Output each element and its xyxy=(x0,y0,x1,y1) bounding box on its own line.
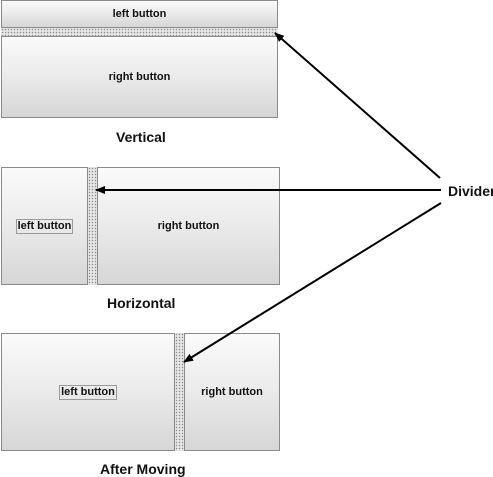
arrow-to-after-moving-divider xyxy=(183,202,442,363)
vertical-caption: Vertical xyxy=(116,129,166,145)
vertical-right-button-label: right button xyxy=(108,71,171,83)
vertical-divider[interactable] xyxy=(1,28,278,36)
after-moving-caption: After Moving xyxy=(100,461,186,477)
vertical-left-button[interactable]: left button xyxy=(1,0,278,28)
arrow-to-vertical-divider xyxy=(274,32,441,179)
after-moving-right-button-label: right button xyxy=(201,386,263,398)
vertical-left-button-label: left button xyxy=(112,8,167,20)
horizontal-divider[interactable] xyxy=(88,167,97,285)
horizontal-left-button-label: left button xyxy=(15,218,74,234)
horizontal-right-button[interactable]: right button xyxy=(97,167,280,285)
after-moving-left-button-label: left button xyxy=(59,384,117,400)
horizontal-right-button-label: right button xyxy=(157,220,220,232)
horizontal-left-button[interactable]: left button xyxy=(1,167,88,285)
divider-callout-label: Divider xyxy=(448,183,493,199)
after-moving-left-button[interactable]: left button xyxy=(1,333,175,451)
horizontal-caption: Horizontal xyxy=(107,295,176,311)
vertical-right-button[interactable]: right button xyxy=(1,36,278,118)
after-moving-divider[interactable] xyxy=(175,333,184,451)
